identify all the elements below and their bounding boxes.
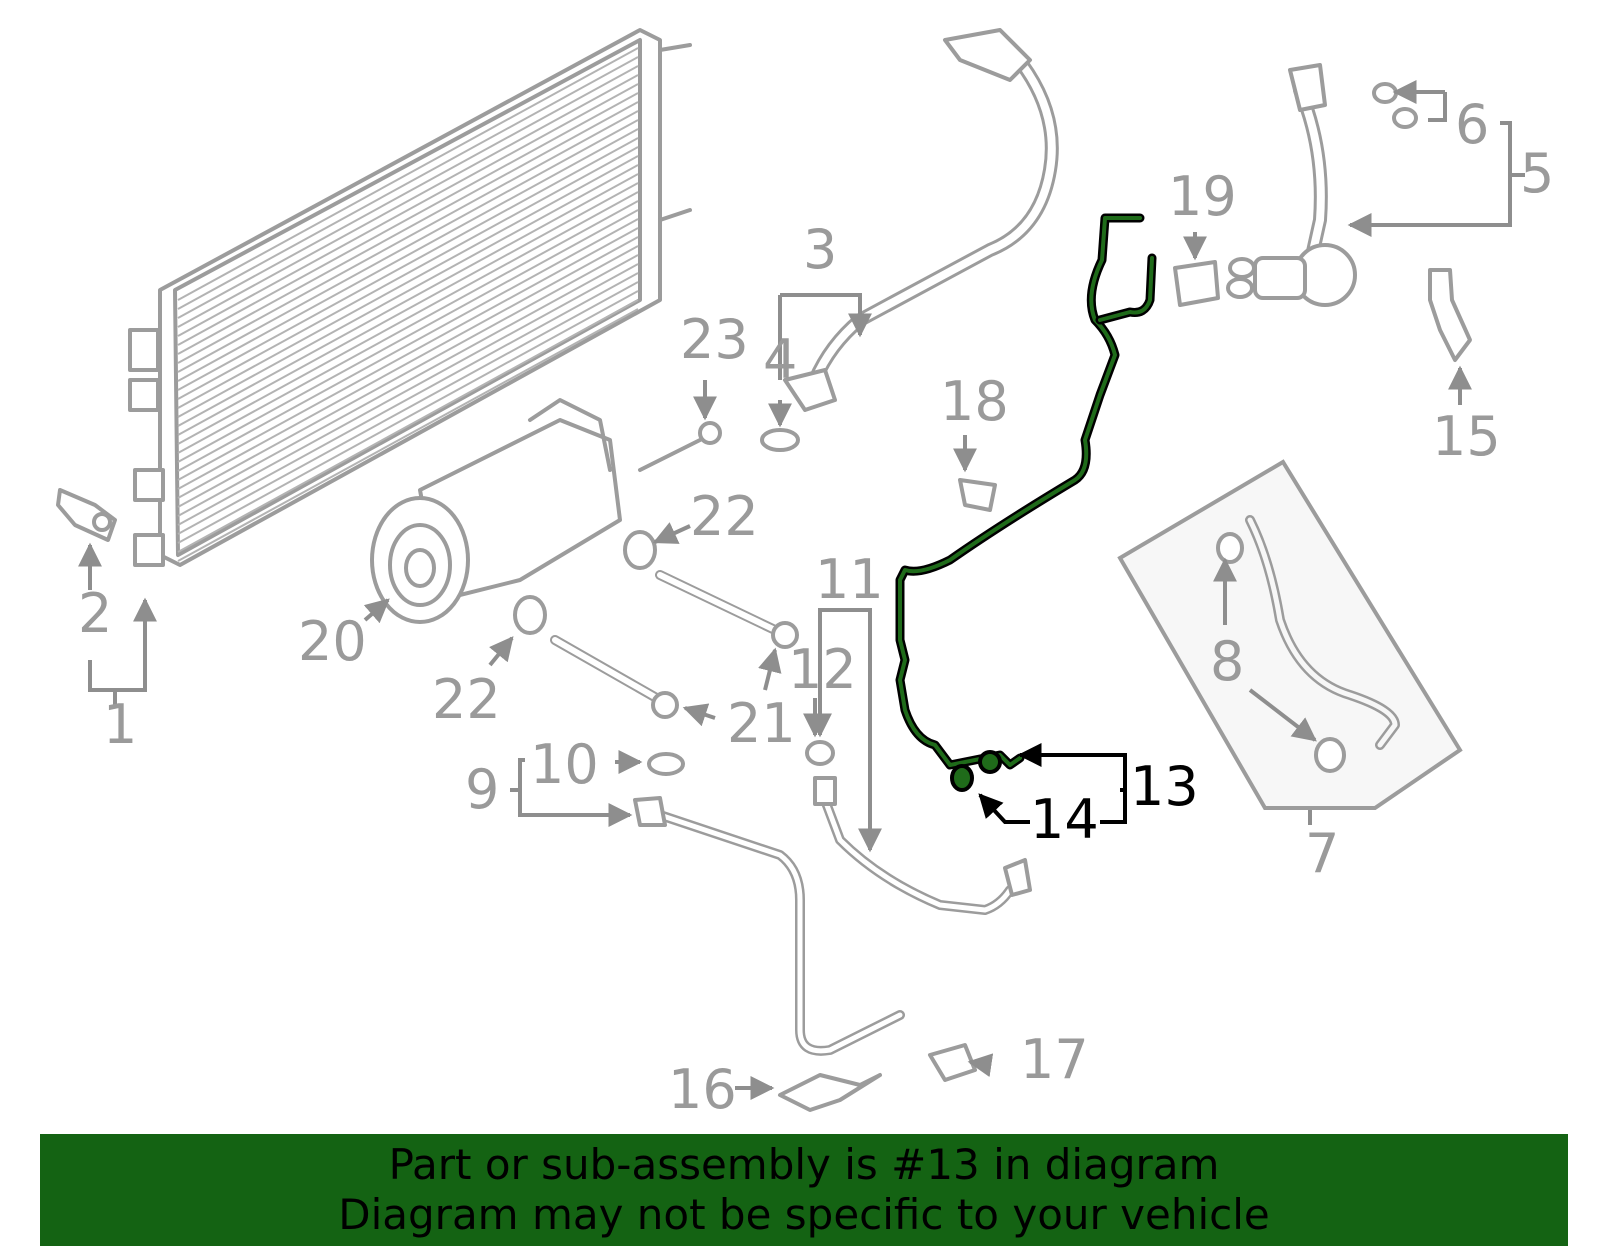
callout-19: 19	[1168, 165, 1237, 228]
pressure-sensor-part-2	[56, 488, 117, 542]
bracket-part-16	[778, 1073, 882, 1112]
compressor-part-20	[370, 398, 622, 624]
condenser-fin	[177, 47, 639, 301]
condenser-fin	[177, 236, 639, 490]
condenser-fin	[177, 254, 639, 508]
hose-part-5	[1226, 63, 1357, 307]
callout-4: 4	[763, 328, 797, 391]
ac-line-part-13	[895, 213, 1157, 774]
banner-line-1: Part or sub-assembly is #13 in diagram	[388, 1140, 1220, 1189]
callout-12: 12	[788, 638, 857, 701]
condenser-fin	[177, 65, 639, 319]
clip-part-18	[958, 478, 997, 512]
inset-part-7	[1117, 459, 1463, 810]
callout-11: 11	[815, 548, 884, 611]
condenser-fin	[177, 227, 639, 481]
condenser-fin	[177, 155, 639, 409]
condenser-fin	[177, 92, 639, 346]
condenser-fin	[177, 110, 639, 364]
callout-3: 3	[803, 218, 837, 281]
callout-21: 21	[727, 692, 796, 755]
hoses-part-9-11	[633, 740, 1032, 1056]
leader-lines	[78, 92, 1525, 1100]
condenser-fin	[177, 218, 639, 472]
condenser-fin	[177, 101, 639, 355]
callout-10: 10	[530, 733, 599, 796]
callout-13: 13	[1130, 755, 1199, 818]
callout-6: 6	[1455, 93, 1489, 156]
bracket-part-15	[1428, 268, 1472, 362]
condenser-fin	[177, 182, 639, 436]
callout-9: 9	[465, 758, 499, 821]
condenser-fin	[177, 146, 639, 400]
info-banner: Part or sub-assembly is #13 in diagram D…	[40, 1134, 1568, 1246]
callout-18: 18	[940, 370, 1009, 433]
condenser-fin	[177, 281, 639, 535]
condenser-fin	[177, 209, 639, 463]
callout-22-lower: 22	[432, 668, 501, 731]
condenser-fin	[177, 119, 639, 373]
callout-15: 15	[1432, 405, 1501, 468]
callout-5: 5	[1520, 142, 1554, 205]
condenser-fin	[177, 128, 639, 382]
callout-2: 2	[78, 582, 112, 645]
condenser-fin	[177, 56, 639, 310]
callout-labels: 1 2 3 4 5 6 7 8 9 10 11 12 13 14 15 16 1…	[78, 93, 1554, 1121]
callout-16: 16	[668, 1058, 737, 1121]
condenser-fin	[177, 245, 639, 499]
condenser-fin	[177, 191, 639, 445]
callout-22-upper: 22	[690, 485, 759, 548]
callout-8: 8	[1210, 630, 1244, 693]
callout-1: 1	[103, 693, 137, 756]
condenser-fin	[177, 74, 639, 328]
condenser-fin	[177, 200, 639, 454]
condenser-fin	[177, 308, 639, 562]
callout-7: 7	[1305, 822, 1339, 885]
condenser-fin	[177, 164, 639, 418]
condenser-fin	[177, 137, 639, 391]
callout-17: 17	[1020, 1028, 1089, 1091]
bolts-part-21-22	[513, 530, 799, 719]
clip-part-17	[928, 1043, 977, 1082]
callout-14: 14	[1030, 788, 1099, 851]
callout-20: 20	[298, 610, 367, 673]
condenser-fin	[177, 290, 639, 544]
bolt-part-23	[638, 421, 722, 472]
condenser-fin	[177, 173, 639, 427]
o-ring-part-14	[950, 764, 974, 792]
condenser-fin	[177, 263, 639, 517]
condenser-fin	[177, 299, 639, 553]
condenser	[128, 28, 692, 567]
condenser-fin	[177, 83, 639, 337]
clip-part-19	[1173, 260, 1220, 307]
banner-line-2: Diagram may not be specific to your vehi…	[338, 1190, 1270, 1239]
callout-23: 23	[680, 308, 749, 371]
condenser-fin	[177, 272, 639, 526]
